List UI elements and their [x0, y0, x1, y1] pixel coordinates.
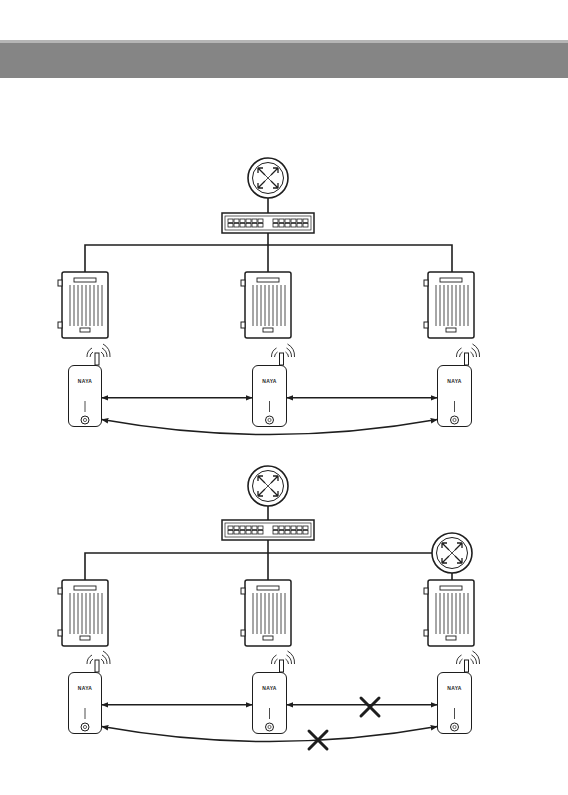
- handset-detail: [451, 651, 480, 731]
- brand-label: NAYA: [69, 685, 101, 691]
- handset-detail: [451, 344, 480, 424]
- handset-detail: [266, 344, 295, 424]
- link-arrow: [287, 397, 437, 399]
- switch-symbol: [222, 213, 314, 233]
- brand-label: NAYA: [253, 378, 286, 384]
- brand-label: NAYA: [438, 685, 471, 691]
- link-arrow: [102, 420, 437, 435]
- router-symbol: [248, 466, 288, 506]
- blocked-mark: [361, 698, 379, 716]
- handset: NAYA: [252, 672, 287, 734]
- base-station: [58, 580, 108, 646]
- header-bar: [0, 40, 568, 78]
- handset-detail: [266, 651, 295, 731]
- handset-detail: [81, 651, 110, 731]
- base-station: [58, 272, 108, 338]
- handset: NAYA: [68, 672, 102, 734]
- handset: NAYA: [437, 365, 472, 427]
- router-symbol: [432, 533, 472, 573]
- base-station: [241, 272, 291, 338]
- handset: NAYA: [68, 365, 102, 427]
- network-wire: [85, 506, 452, 582]
- base-station: [424, 272, 474, 338]
- brand-label: NAYA: [253, 685, 286, 691]
- brand-label: NAYA: [438, 378, 471, 384]
- handset: NAYA: [252, 365, 287, 427]
- switch-symbol: [222, 520, 314, 540]
- network-wire: [85, 198, 452, 275]
- link-arrow: [102, 727, 437, 742]
- header-stripe: [0, 40, 568, 43]
- brand-label: NAYA: [69, 378, 101, 384]
- blocked-mark: [309, 731, 327, 749]
- base-station: [424, 580, 474, 646]
- link-arrow: [102, 397, 252, 399]
- base-station: [241, 580, 291, 646]
- link-arrow: [287, 704, 437, 706]
- handset-detail: [81, 344, 110, 424]
- link-arrow: [102, 704, 252, 706]
- router-symbol: [248, 158, 288, 198]
- handset: NAYA: [437, 672, 472, 734]
